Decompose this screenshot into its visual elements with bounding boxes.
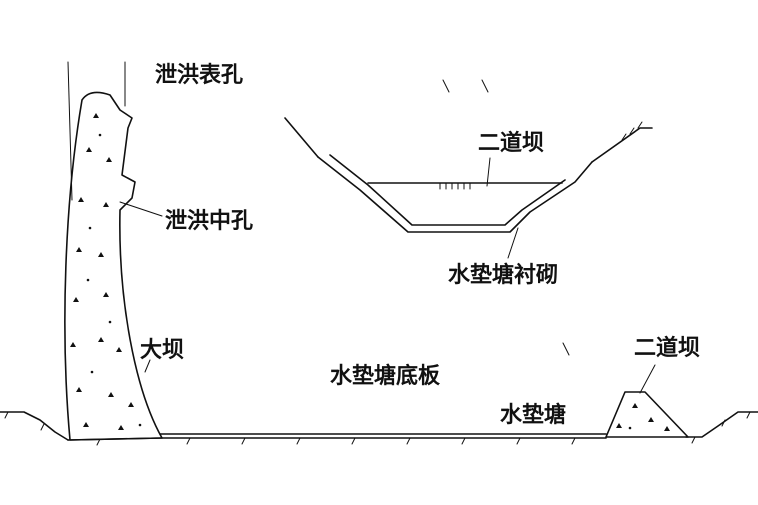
slash-mark — [562, 342, 570, 356]
concrete-mark — [103, 202, 109, 207]
concrete-mark — [73, 297, 79, 302]
concrete-mark — [116, 347, 122, 352]
concrete-mark — [76, 387, 82, 392]
concrete-mark — [128, 402, 134, 407]
concrete-dot — [108, 320, 112, 324]
slope-hatching — [621, 121, 643, 141]
ground-tick — [4, 411, 9, 419]
concrete-mark — [83, 422, 89, 427]
ground-tick — [241, 437, 246, 445]
lining-leader — [507, 227, 519, 259]
ground-tick — [691, 436, 696, 444]
ground-tick — [296, 437, 301, 445]
ground-tick — [186, 437, 191, 445]
right-bank-ground — [685, 411, 758, 438]
dam-outline — [64, 91, 163, 441]
leader-lines — [119, 79, 656, 394]
concrete-dot — [98, 133, 102, 137]
concrete-mark — [632, 403, 638, 408]
concrete-dot — [90, 370, 94, 374]
concrete-mark — [93, 113, 99, 118]
label-second-dam-right: 二道坝 — [634, 335, 700, 361]
label-spillway-surface-outlet: 泄洪表孔 — [155, 63, 243, 88]
ground-tick — [461, 437, 466, 445]
concrete-dot — [88, 226, 92, 230]
concrete-mark — [76, 247, 82, 252]
concrete-mark — [98, 252, 104, 257]
left-bank-ground — [0, 411, 69, 441]
ground-ticks — [4, 411, 751, 446]
lining-outer-profile — [317, 156, 593, 233]
slash-mark — [481, 79, 489, 93]
concrete-dot — [628, 426, 632, 430]
lining-inner-profile — [329, 154, 566, 226]
label-main-dam: 大坝 — [140, 338, 184, 363]
ground-tick — [746, 411, 751, 419]
ground-tick — [351, 437, 356, 445]
concrete-mark — [118, 425, 124, 430]
ground-tick — [571, 437, 576, 445]
hatch-line — [621, 133, 627, 141]
ground-tick — [721, 419, 726, 427]
label-plunge-pool-lining: 水垫塘衬砌 — [448, 262, 558, 288]
second-dam-right-leader — [639, 364, 656, 394]
concrete-mark — [70, 342, 76, 347]
second-dam-top-leader — [486, 157, 491, 187]
concrete-mark — [664, 426, 670, 431]
concrete-mark — [108, 392, 114, 397]
concrete-mark — [103, 292, 109, 297]
main-dam-leader — [144, 359, 151, 373]
label-plunge-pool-slab: 水垫塘底板 — [330, 363, 441, 389]
slash-mark — [442, 79, 450, 93]
ground-tick — [516, 437, 521, 445]
concrete-mark — [106, 157, 112, 162]
hatch-line — [629, 127, 635, 135]
dam-concrete-hatching — [70, 113, 142, 430]
concrete-dot — [86, 278, 90, 282]
left-slope-line — [284, 117, 319, 158]
second-dam — [605, 391, 689, 438]
main-dam — [64, 61, 163, 441]
concrete-dot — [138, 423, 142, 427]
ground-tick — [40, 423, 45, 431]
ground-tick — [406, 437, 411, 445]
label-second-dam-top: 二道坝 — [478, 130, 544, 156]
label-plunge-pool: 水垫塘 — [500, 402, 566, 428]
right-slope-line — [591, 127, 653, 163]
concrete-mark — [616, 423, 622, 428]
crest-hatching — [439, 182, 471, 190]
ground-profile — [0, 411, 758, 446]
labels: 泄洪表孔 泄洪中孔 大坝 二道坝 水垫塘衬砌 二道坝 水垫塘底板 水垫塘 — [140, 63, 700, 428]
concrete-mark — [648, 417, 654, 422]
label-spillway-middle-outlet: 泄洪中孔 — [165, 209, 253, 234]
concrete-mark — [86, 147, 92, 152]
middle-outlet-leader — [119, 201, 163, 217]
concrete-mark — [98, 337, 104, 342]
concrete-mark — [78, 197, 84, 202]
second-dam-outline — [605, 391, 689, 438]
hatch-line — [637, 121, 643, 129]
plunge-pool-cross-section — [284, 117, 653, 233]
